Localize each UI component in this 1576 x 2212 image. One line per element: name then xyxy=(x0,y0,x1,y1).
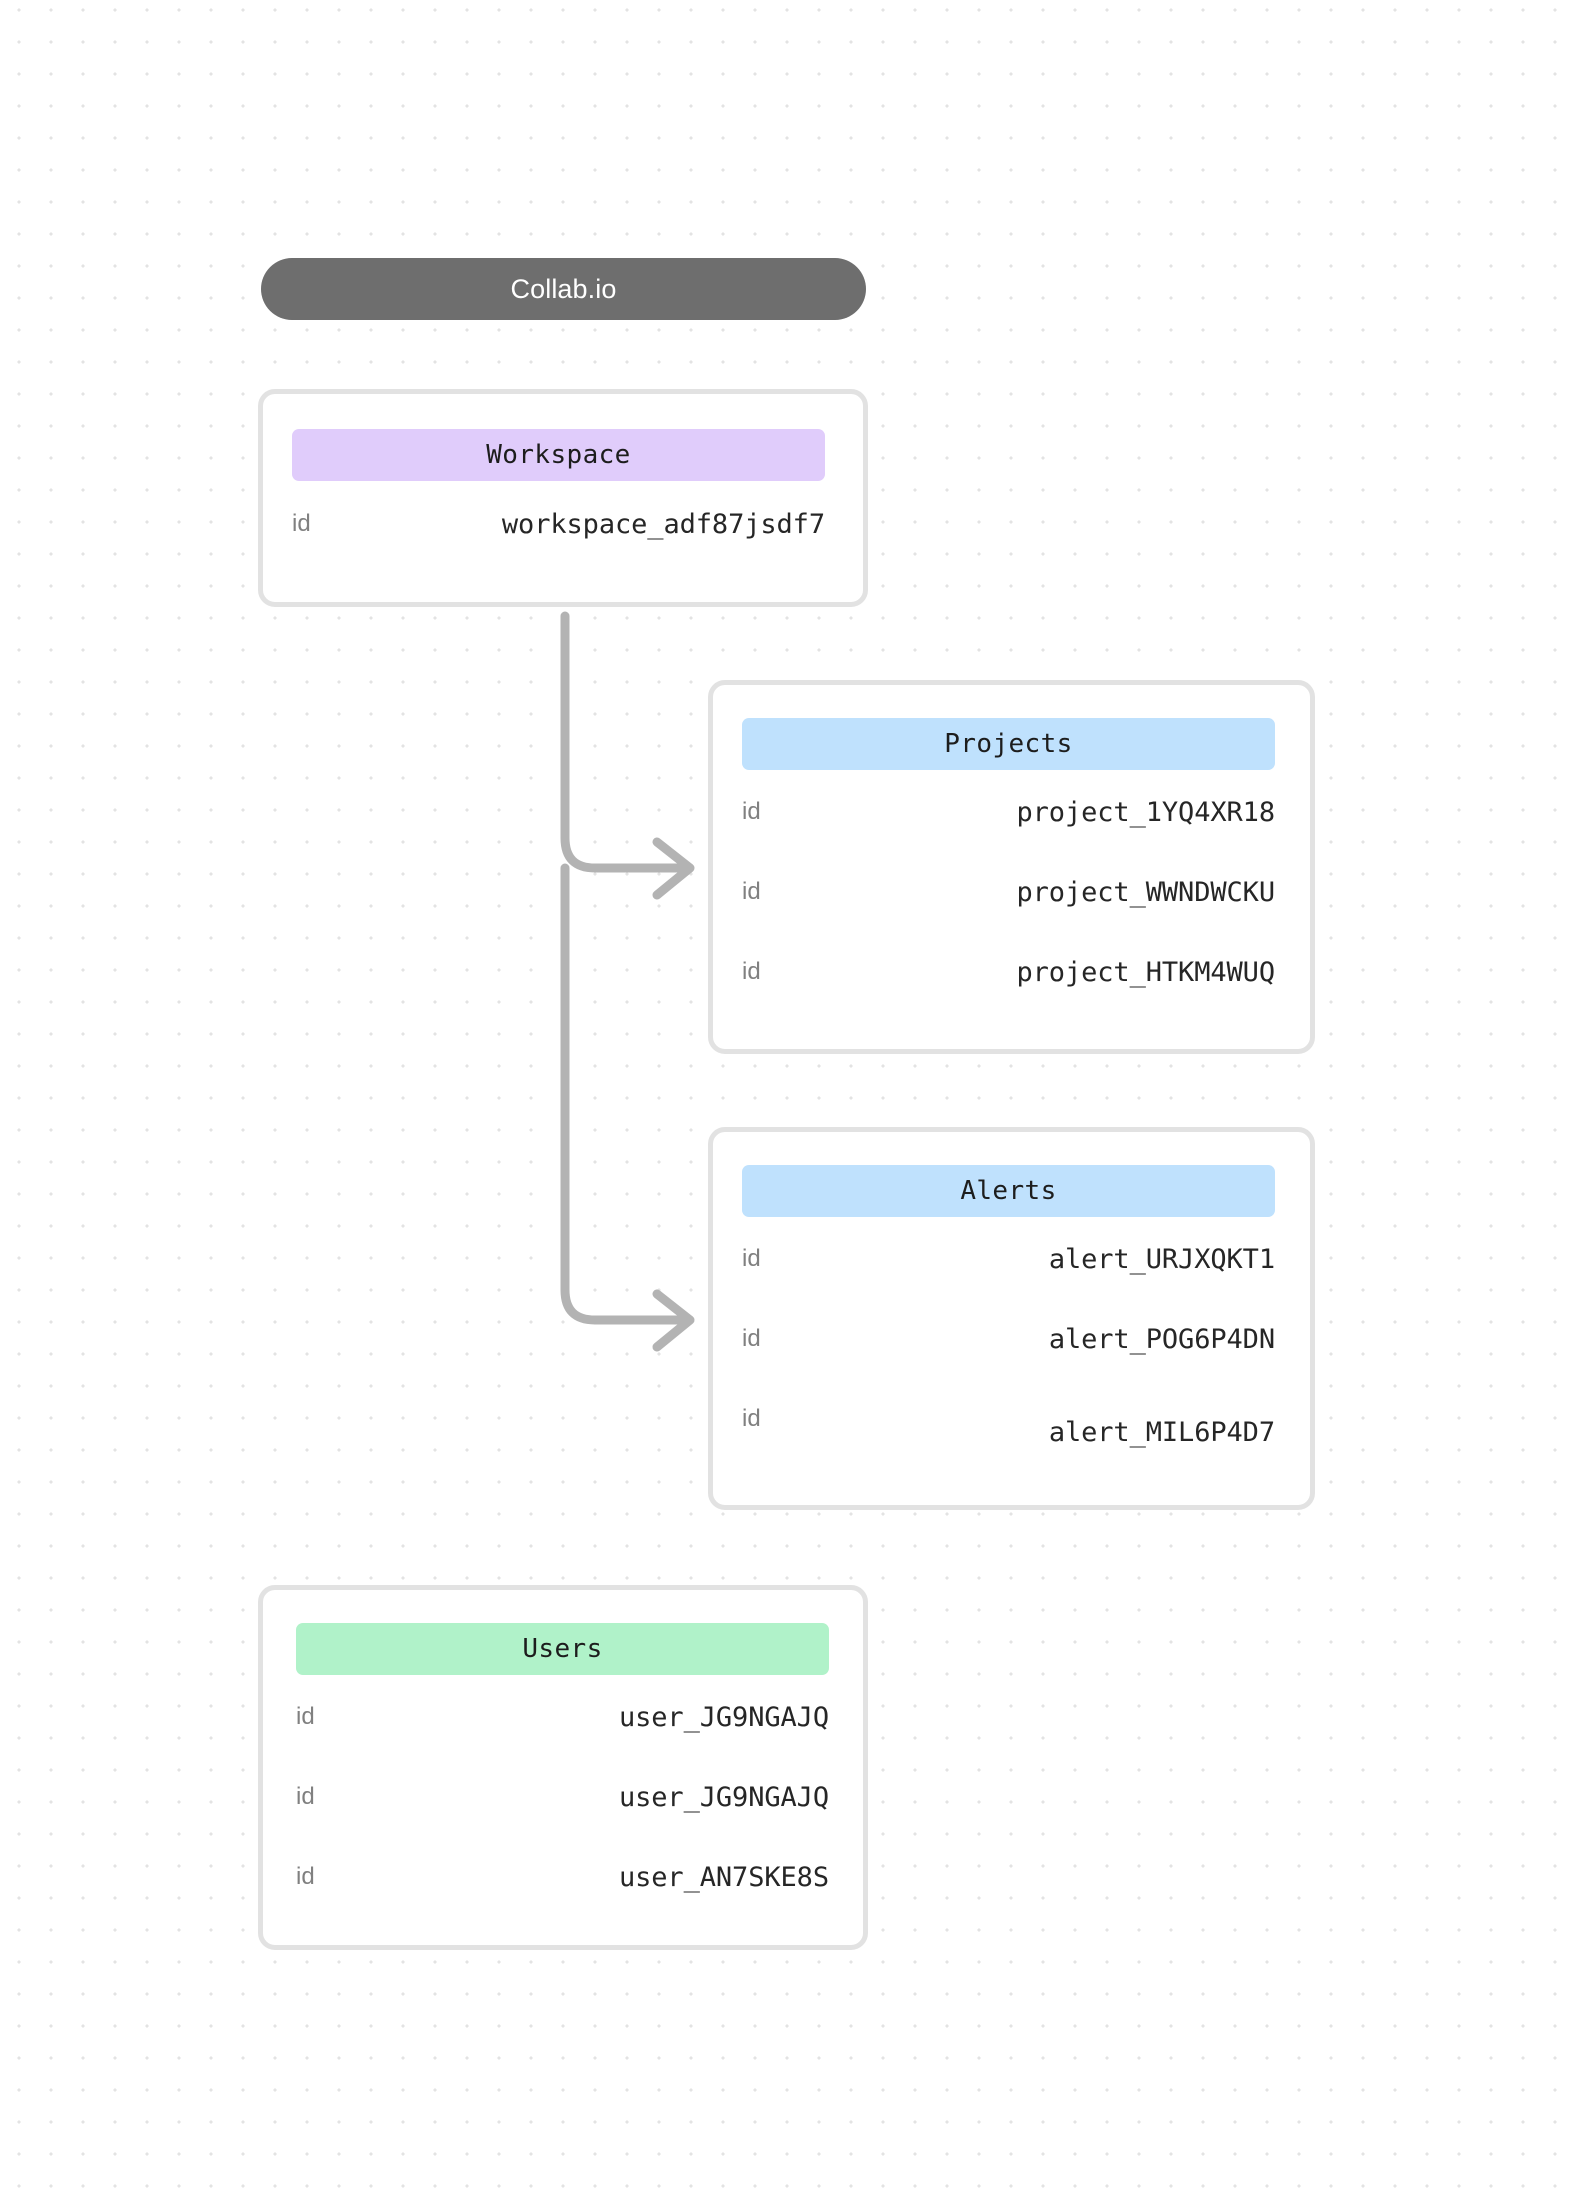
row-value: alert_URJXQKT1 xyxy=(1048,1243,1275,1275)
row-key: id xyxy=(742,1405,761,1432)
table-row[interactable]: id workspace_adf87jsdf7 xyxy=(292,504,825,544)
entity-title-users: Users xyxy=(522,1634,603,1664)
row-key: id xyxy=(742,1325,761,1352)
row-value: project_HTKM4WUQ xyxy=(1016,956,1276,988)
row-key: id xyxy=(292,510,311,537)
row-key: id xyxy=(296,1783,315,1810)
entity-header-users: Users xyxy=(296,1623,829,1675)
arrowhead-alerts xyxy=(652,1289,695,1352)
entity-card-projects[interactable]: Projects id project_1YQ4XR18 id project_… xyxy=(708,680,1315,1054)
row-value: user_JG9NGAJQ xyxy=(618,1701,829,1733)
table-row[interactable]: id user_AN7SKE8S xyxy=(296,1857,829,1897)
row-key: id xyxy=(742,798,761,825)
row-value: project_1YQ4XR18 xyxy=(1016,796,1276,828)
entity-title-alerts: Alerts xyxy=(960,1176,1057,1206)
row-key: id xyxy=(742,958,761,985)
row-key: id xyxy=(296,1863,315,1890)
table-row[interactable]: id user_JG9NGAJQ xyxy=(296,1697,829,1737)
row-value: workspace_adf87jsdf7 xyxy=(501,508,825,540)
table-row[interactable]: id project_1YQ4XR18 xyxy=(742,792,1275,832)
table-row[interactable]: id project_HTKM4WUQ xyxy=(742,952,1275,992)
entity-title-projects: Projects xyxy=(944,729,1073,759)
connector-workspace-projects xyxy=(560,611,693,873)
entity-card-alerts[interactable]: Alerts id alert_URJXQKT1 id alert_POG6P4… xyxy=(708,1127,1315,1510)
entity-card-users[interactable]: Users id user_JG9NGAJQ id user_JG9NGAJQ … xyxy=(258,1585,868,1950)
entity-header-projects: Projects xyxy=(742,718,1275,770)
table-row[interactable]: id project_WWNDWCKU xyxy=(742,872,1275,912)
row-key: id xyxy=(742,878,761,905)
table-row[interactable]: id alert_MIL6P4D7 xyxy=(742,1399,1275,1448)
table-row[interactable]: id alert_POG6P4DN xyxy=(742,1319,1275,1359)
row-key: id xyxy=(296,1703,315,1730)
arrowhead-projects xyxy=(652,837,695,900)
connector-workspace-alerts xyxy=(560,863,693,1325)
row-key: id xyxy=(742,1245,761,1272)
entity-title-workspace: Workspace xyxy=(486,440,631,470)
diagram-title: Collab.io xyxy=(510,273,617,304)
row-value: alert_MIL6P4D7 xyxy=(1048,1417,1275,1448)
table-row[interactable]: id user_JG9NGAJQ xyxy=(296,1777,829,1817)
row-value: project_WWNDWCKU xyxy=(1016,876,1276,908)
diagram-title-pill: Collab.io xyxy=(261,258,866,320)
table-row[interactable]: id alert_URJXQKT1 xyxy=(742,1239,1275,1279)
row-value: alert_POG6P4DN xyxy=(1048,1323,1275,1355)
entity-card-workspace[interactable]: Workspace id workspace_adf87jsdf7 xyxy=(258,389,868,607)
row-value: user_AN7SKE8S xyxy=(618,1861,829,1893)
entity-header-alerts: Alerts xyxy=(742,1165,1275,1217)
entity-header-workspace: Workspace xyxy=(292,429,825,481)
row-value: user_JG9NGAJQ xyxy=(618,1781,829,1813)
